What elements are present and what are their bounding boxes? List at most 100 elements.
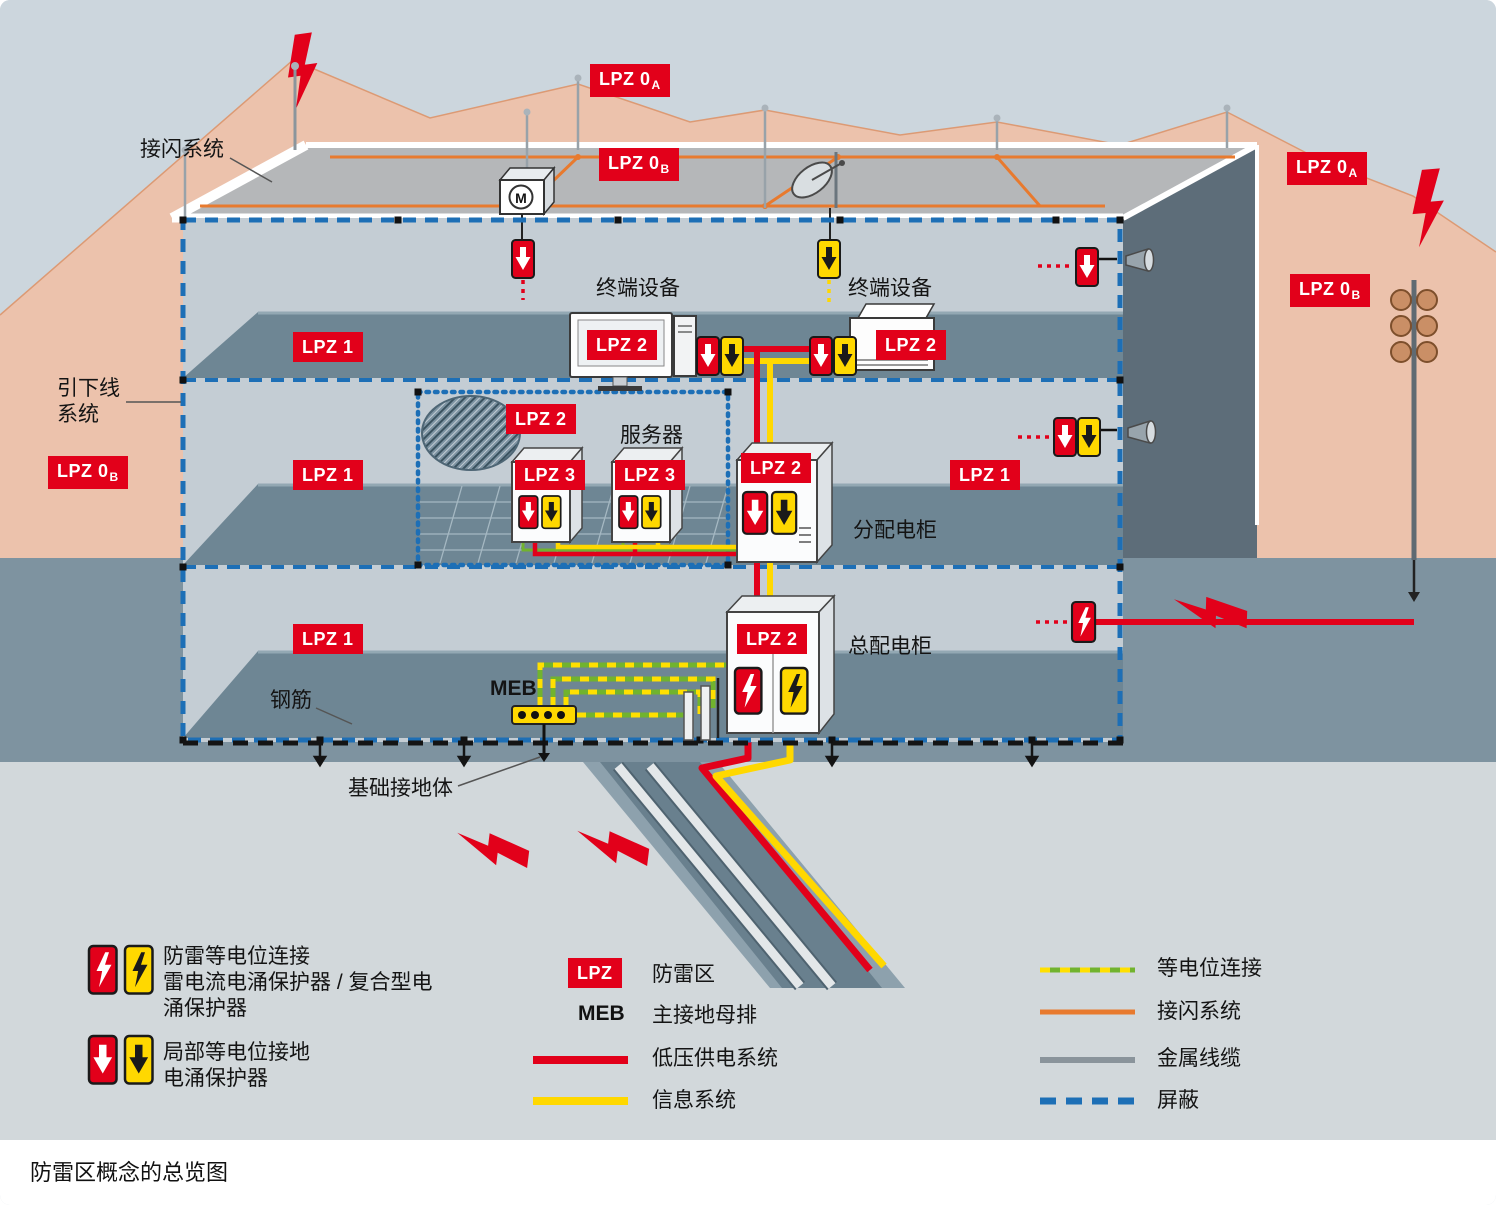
badge-text: LPZ 2 — [885, 335, 937, 355]
badge-text: LPZ — [577, 963, 613, 983]
badge-text: LPZ 2 — [750, 458, 802, 478]
spd-arrow-yellow-icon — [817, 239, 841, 279]
foundation-earth-label: 基础接地体 — [348, 777, 453, 800]
legend-air-termination-label: 接闪系统 — [1157, 1000, 1241, 1023]
distribution-cabinet-label: 分配电柜 — [853, 519, 937, 542]
spd-arrow-red-icon — [1075, 247, 1099, 287]
badge-text: LPZ 1 — [302, 337, 354, 357]
right-wall — [1123, 145, 1257, 558]
left-mast — [291, 62, 299, 150]
legend-lpz-label: 防雷区 — [652, 963, 715, 986]
spd-arrow-yellow-icon — [1077, 417, 1101, 457]
wall-pipe-penetration-2 — [1127, 419, 1157, 444]
caption-strip — [0, 1140, 1496, 1205]
badge-text: LPZ 3 — [624, 465, 676, 485]
spd-arrow-yellow-icon — [541, 495, 562, 530]
badge-text: LPZ 0 — [57, 461, 109, 481]
lpz0a-badge-right: LPZ 0A — [1287, 152, 1367, 185]
lpz2-badge-distribution: LPZ 2 — [741, 453, 811, 483]
legend-spd-arrow-red-icon — [87, 1034, 118, 1085]
main-distribution-cabinet-label: 总配电柜 — [848, 635, 932, 658]
utility-pole — [1390, 280, 1438, 602]
lpz1-badge-lower: LPZ 1 — [293, 624, 363, 654]
lpz0b-badge-right: LPZ 0B — [1290, 274, 1370, 307]
terminal-device-right-label: 终端设备 — [848, 277, 932, 300]
earthing-pipes — [683, 678, 720, 741]
badge-text: LPZ 0 — [599, 69, 651, 89]
satellite-dish-icon — [791, 152, 845, 240]
signal-cable-underground — [712, 733, 887, 969]
figure-caption: 防雷区概念的总览图 — [30, 1160, 229, 1185]
legend-surge-arrester-1-line3: 涌保护器 — [163, 997, 247, 1020]
badge-text: LPZ 1 — [302, 465, 354, 485]
lpz0b-badge-left: LPZ 0B — [48, 456, 128, 489]
lpz1-badge-middle: LPZ 1 — [293, 460, 363, 490]
spd-bolt-red-icon — [1070, 600, 1097, 643]
motor-icon — [508, 184, 534, 210]
badge-subscript: A — [651, 78, 661, 92]
lpz0b-badge-roof: LPZ 0B — [599, 148, 679, 181]
badge-text: LPZ 0 — [1296, 157, 1348, 177]
lpz2-badge-terminal-left: LPZ 2 — [587, 330, 657, 360]
spd-arrow-yellow-icon — [833, 336, 857, 376]
metal-pipe-1 — [614, 763, 804, 989]
insulators — [1390, 289, 1438, 363]
meb-label: MEB — [490, 677, 537, 700]
legend-surge-arrester-2-line2: 电涌保护器 — [163, 1067, 268, 1090]
spd-arrow-yellow-icon — [720, 336, 744, 376]
lpz2-badge-server-room: LPZ 2 — [506, 404, 576, 434]
motor-letter: M — [515, 190, 527, 206]
main-distribution-cabinet — [725, 594, 836, 736]
shield-borders — [180, 217, 1123, 743]
air-termination-rods — [183, 80, 1229, 218]
legend-surge-arrester-2-line1: 局部等电位接地 — [163, 1041, 310, 1064]
legend-metal-cable-label: 金属线缆 — [1157, 1047, 1241, 1070]
badge-text: LPZ 2 — [515, 409, 567, 429]
badge-text: LPZ 2 — [596, 335, 648, 355]
meb-busbar — [511, 705, 577, 762]
badge-subscript: B — [660, 162, 670, 176]
spd-arrow-red-icon — [518, 495, 539, 530]
legend-power-line-label: 低压供电系统 — [652, 1047, 778, 1070]
server-label: 服务器 — [620, 424, 683, 447]
rooftop-motor: M — [498, 165, 556, 240]
server-room-shield — [415, 389, 731, 568]
terminal-device-left-label: 终端设备 — [596, 277, 680, 300]
down-conductor-label-line2: 系统 — [57, 403, 99, 426]
power-cable-underground — [698, 733, 873, 973]
legend-surge-arrester-1-line2: 雷电流电涌保护器 / 复合型电 — [163, 971, 433, 994]
label-pointers — [126, 157, 541, 787]
legend-bonding-label: 等电位连接 — [1157, 957, 1262, 980]
legend-shield-label: 屏蔽 — [1157, 1089, 1199, 1112]
badge-text: LPZ 2 — [746, 629, 798, 649]
badge-subscript: B — [109, 470, 119, 484]
legend-surge-arrester-1-line1: 防雷等电位连接 — [163, 945, 310, 968]
down-conductor-label-line1: 引下线 — [57, 377, 120, 400]
legend-spd-bolt-red-icon — [87, 944, 118, 995]
spd-bolt-yellow-icon — [779, 666, 809, 715]
rod-tips — [181, 74, 1231, 154]
legend-meb-key: MEB — [578, 1002, 625, 1025]
spd-arrow-red-icon — [741, 490, 769, 535]
badge-text: LPZ 0 — [608, 153, 660, 173]
spd-arrow-yellow-icon — [641, 495, 662, 530]
spd-bolt-red-icon — [733, 666, 763, 715]
metal-pipe-2 — [646, 763, 836, 989]
legend-signal-line-label: 信息系统 — [652, 1089, 736, 1112]
wall-pipe-penetration-1 — [1125, 247, 1155, 272]
lpz2-badge-terminal-right: LPZ 2 — [876, 330, 946, 360]
pc-tower — [673, 315, 697, 377]
badge-text: LPZ 0 — [1299, 279, 1351, 299]
roof-surface — [172, 145, 1257, 218]
air-termination-label: 接闪系统 — [140, 138, 224, 161]
badge-text: LPZ 3 — [524, 465, 576, 485]
equipotential-bonding-lines — [537, 662, 727, 718]
badge-text: LPZ 1 — [302, 629, 354, 649]
spd-arrow-red-icon — [696, 336, 720, 376]
legend-lpz-badge: LPZ — [568, 958, 622, 988]
lpz2-badge-main: LPZ 2 — [737, 624, 807, 654]
wiring — [521, 257, 1414, 625]
spd-arrow-red-icon — [809, 336, 833, 376]
